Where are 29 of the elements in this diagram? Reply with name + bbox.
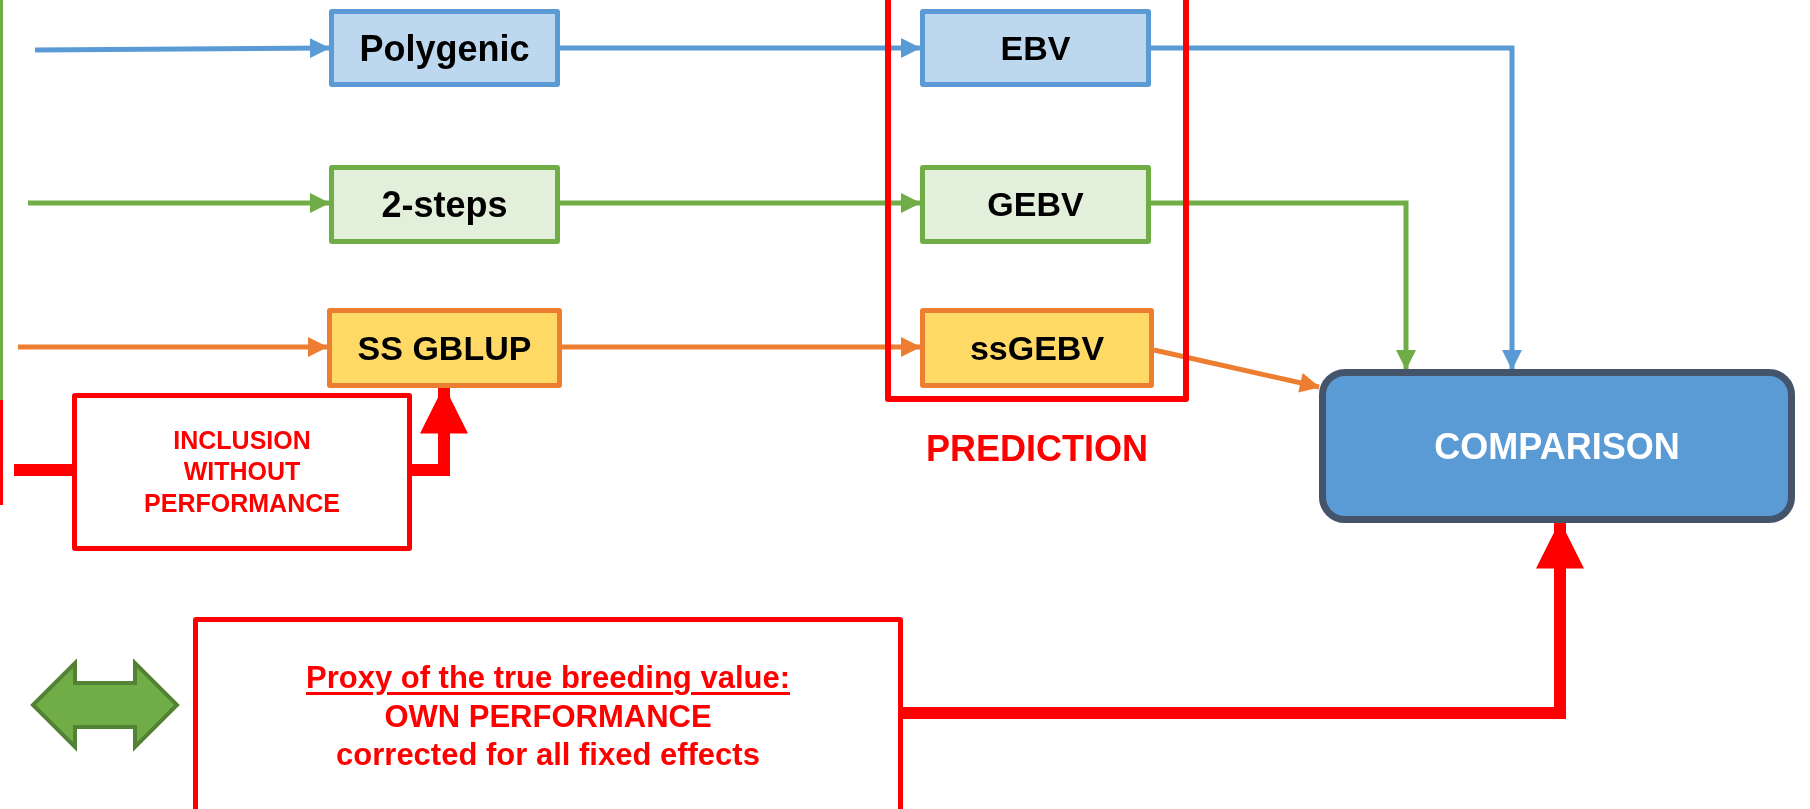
arrow — [35, 38, 330, 59]
label-text: EBV — [1000, 27, 1071, 69]
label-text: INCLUSION WITHOUT PERFORMANCE — [143, 425, 341, 519]
label-text: GEBV — [987, 184, 1084, 226]
note-box — [72, 393, 412, 551]
arrow — [560, 193, 921, 213]
process-box — [327, 308, 562, 388]
arrow — [560, 38, 921, 58]
arrow — [1151, 200, 1416, 370]
label-text: OWN PERFORMANCE — [384, 697, 712, 736]
heading-text: Proxy of the true breeding value: — [305, 658, 790, 697]
comparison-box — [1319, 369, 1795, 523]
process-box — [920, 9, 1151, 87]
note-box — [193, 617, 903, 809]
label-text: COMPARISON — [1434, 424, 1680, 469]
section-label: PREDICTION — [926, 427, 1148, 471]
process-box — [920, 165, 1151, 244]
arrow — [18, 337, 328, 357]
label-text: 2-steps — [381, 183, 508, 227]
process-box — [920, 308, 1154, 388]
process-box — [329, 165, 560, 244]
label-text: Polygenic — [359, 26, 530, 71]
label-text: SS GBLUP — [357, 327, 532, 369]
label-text: ssGEBV — [969, 327, 1105, 369]
arrow — [562, 337, 921, 357]
arrow — [1151, 45, 1522, 370]
process-box — [329, 9, 560, 87]
label-text: corrected for all fixed effects — [336, 736, 760, 775]
arrow — [28, 193, 330, 213]
